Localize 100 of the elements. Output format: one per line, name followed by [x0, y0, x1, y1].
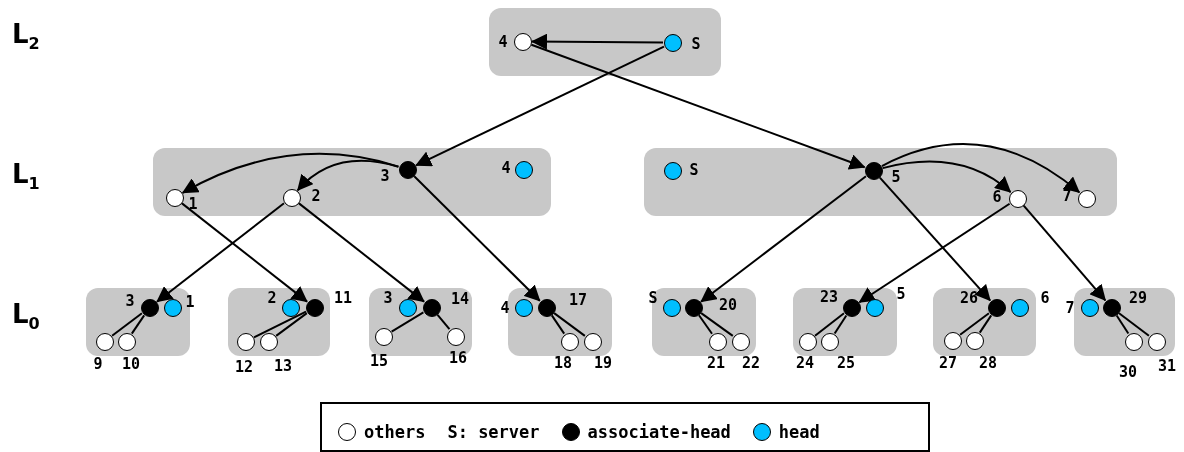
node-label: 29 [1128, 290, 1148, 306]
node-label: 1 [188, 196, 198, 212]
node-label: 10 [121, 356, 141, 372]
node-circle [140, 298, 159, 317]
node-circle [282, 188, 301, 207]
node-circle [514, 298, 533, 317]
connector-line [553, 312, 586, 337]
node-circle [684, 298, 703, 317]
node-circle [1010, 298, 1029, 317]
node-label: 19 [593, 355, 613, 371]
arrow [415, 45, 665, 167]
node-label: 14 [450, 291, 470, 307]
node-circle [305, 298, 324, 317]
group-box [489, 8, 721, 76]
connector-line [959, 312, 990, 336]
node-circle [281, 298, 300, 317]
node-label: 2 [311, 188, 321, 204]
arrow [878, 176, 992, 302]
level-label: L$_{2}$ [12, 20, 40, 56]
legend-label: head [778, 422, 820, 442]
arrow [413, 175, 541, 302]
node-circle [513, 32, 532, 51]
node-circle [422, 298, 441, 317]
node-circle [446, 327, 465, 346]
node-label: 13 [273, 358, 293, 374]
node-circle [987, 298, 1006, 317]
node-circle [798, 332, 817, 351]
node-label: 4 [498, 34, 508, 50]
node-circle [1008, 189, 1027, 208]
node-label: 31 [1157, 358, 1177, 374]
node-circle [537, 298, 556, 317]
connector-line [700, 312, 734, 337]
connector-line [130, 314, 146, 335]
arrow [881, 160, 1012, 194]
node-label: 30 [1118, 364, 1138, 380]
node-circle [117, 332, 136, 351]
node-circle [1080, 298, 1099, 317]
node-circle [708, 332, 727, 351]
node-circle [560, 332, 579, 351]
connector-line [390, 311, 425, 333]
connector-line [253, 310, 307, 339]
node-circle [1147, 332, 1166, 351]
node-label: 25 [836, 355, 856, 371]
node-label: S [689, 162, 699, 178]
node-circle [398, 160, 417, 179]
node-label: 4 [500, 300, 510, 316]
node-label: 16 [448, 350, 468, 366]
legend-label: associate-head [587, 422, 731, 442]
node-circle [163, 298, 182, 317]
node-label: 17 [568, 292, 588, 308]
node-label: 24 [795, 355, 815, 371]
node-label: 2 [267, 290, 277, 306]
node-circle [398, 298, 417, 317]
node-label: 1 [185, 294, 195, 310]
connector-line [978, 314, 993, 334]
connector-line [1115, 314, 1130, 335]
node-label: 18 [553, 355, 573, 371]
node-label: 6 [1040, 290, 1050, 306]
node-label: 4 [501, 160, 511, 176]
node-label: 26 [959, 290, 979, 306]
connector-line [111, 312, 143, 337]
node-label: 20 [718, 297, 738, 313]
node-label: 3 [125, 293, 135, 309]
node-label: 3 [380, 168, 390, 184]
group-box [153, 148, 551, 216]
node-circle [943, 331, 962, 350]
arrow [156, 202, 285, 303]
node-label: 22 [741, 355, 761, 371]
node-label: 3 [383, 290, 393, 306]
arrow [700, 175, 867, 303]
level-label: L$_{1}$ [12, 160, 40, 196]
node-circle [583, 332, 602, 351]
node-label: 21 [706, 355, 726, 371]
node-circle [864, 161, 883, 180]
node-label: 5 [896, 286, 906, 302]
group-box [644, 148, 1117, 216]
legend-label: others [364, 422, 426, 442]
node-circle [1102, 298, 1121, 317]
node-circle [1077, 189, 1096, 208]
connector-line [1118, 312, 1150, 337]
connector-line [833, 314, 848, 335]
node-label: 9 [93, 356, 103, 372]
arrow [296, 159, 400, 192]
connector-line [436, 313, 451, 331]
arrow [530, 43, 866, 170]
arrow [858, 202, 1011, 304]
node-circle [663, 161, 682, 180]
node-circle [236, 332, 255, 351]
arrow [180, 202, 309, 303]
level-label: L$_{0}$ [12, 300, 40, 336]
arrow [880, 143, 1081, 194]
node-label: 7 [1065, 300, 1075, 316]
node-label: 15 [369, 353, 389, 369]
node-label: 23 [819, 289, 839, 305]
node-label: 11 [333, 290, 353, 306]
node-circle [820, 332, 839, 351]
node-label: S [648, 290, 658, 306]
node-circle [662, 298, 681, 317]
node-circle [259, 332, 278, 351]
node-circle [731, 332, 750, 351]
